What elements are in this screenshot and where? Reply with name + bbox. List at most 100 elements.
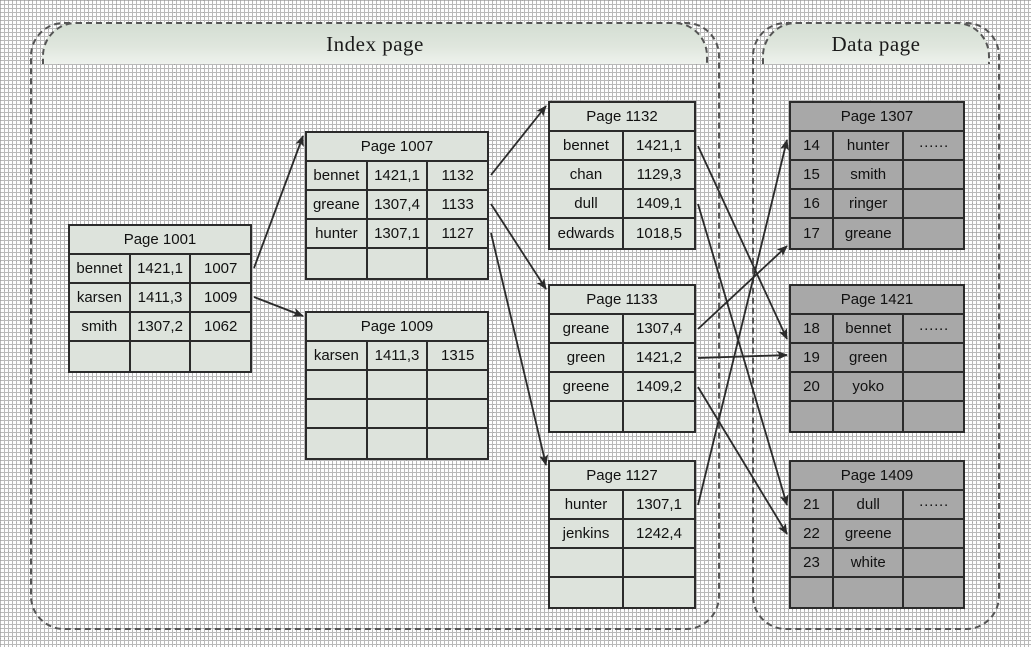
table-cell <box>428 400 488 427</box>
table-cell: bennet <box>550 132 624 159</box>
table-cell <box>834 578 905 607</box>
table-cell <box>791 402 835 431</box>
table-cell: 1242,4 <box>623 520 694 547</box>
table-cell <box>904 520 963 547</box>
table-row <box>307 429 488 458</box>
table-cell: jenkins <box>550 520 624 547</box>
table-cell: 17 <box>791 219 835 248</box>
table-cell: 1307,1 <box>367 220 429 247</box>
table-cell: 1421,1 <box>623 132 694 159</box>
table-title: Page 1409 <box>791 462 963 491</box>
table-title: Page 1001 <box>70 226 250 255</box>
table-cell: 21 <box>791 491 835 518</box>
data-page-container-label: Data page <box>762 22 990 64</box>
grid-line-horizontal <box>0 493 1031 494</box>
table-cell: 1127 <box>428 220 488 247</box>
table-cell <box>307 429 368 458</box>
table-cell <box>904 219 963 248</box>
table-cell <box>367 400 429 427</box>
grid-line-vertical <box>986 0 987 647</box>
table-cell: smith <box>70 313 131 340</box>
table-cell <box>904 549 963 576</box>
grid-line-vertical <box>261 0 262 647</box>
table-cell: 1307,4 <box>623 315 694 342</box>
table-cell: 1421,2 <box>623 344 694 371</box>
table-cell <box>623 549 694 576</box>
table-row <box>307 400 488 429</box>
table-cell: 1409,2 <box>623 373 694 400</box>
table-cell: 1307,1 <box>623 491 694 518</box>
table-cell: ringer <box>834 190 905 217</box>
table-row <box>550 578 694 607</box>
grid-line-horizontal <box>0 580 1031 581</box>
table-cell <box>367 371 429 398</box>
table-cell: ······ <box>904 315 963 342</box>
grid-line-horizontal <box>0 551 1031 552</box>
table-title: Page 1009 <box>307 313 487 342</box>
table-row <box>791 402 963 431</box>
grid-line-vertical <box>725 0 726 647</box>
table-cell <box>550 578 624 607</box>
table-cell: bennet <box>834 315 905 342</box>
grid-line-vertical <box>290 0 291 647</box>
table-cell: 1421,1 <box>130 255 192 282</box>
table-cell: 16 <box>791 190 835 217</box>
table-cell <box>428 429 488 458</box>
table-cell <box>307 400 368 427</box>
table-cell: green <box>550 344 624 371</box>
table-cell: 1411,3 <box>367 342 429 369</box>
table-cell <box>623 578 694 607</box>
table-cell <box>130 342 192 371</box>
table-cell <box>428 371 488 398</box>
table-cell <box>904 402 963 431</box>
table-cell: greene <box>550 373 624 400</box>
grid-line-vertical <box>29 0 30 647</box>
table-cell: ······ <box>904 132 963 159</box>
table-cell: dull <box>834 491 905 518</box>
table-cell: 23 <box>791 549 835 576</box>
table-cell: ······ <box>904 491 963 518</box>
table-cell: yoko <box>834 373 905 400</box>
table-cell: 1315 <box>428 342 488 369</box>
table-cell <box>904 190 963 217</box>
table-cell <box>191 342 251 371</box>
table-row <box>70 342 251 371</box>
table-cell <box>623 402 694 431</box>
table-row <box>307 371 488 400</box>
table-cell: 1411,3 <box>130 284 192 311</box>
table-cell <box>367 249 429 278</box>
table-cell <box>904 373 963 400</box>
table-cell: 1307,2 <box>130 313 192 340</box>
table-cell: bennet <box>70 255 131 282</box>
grid-line-vertical <box>0 0 1 647</box>
table-cell: greene <box>834 520 905 547</box>
table-cell: 1132 <box>428 162 488 189</box>
table-title: Page 1132 <box>550 103 694 132</box>
table-row <box>307 249 488 278</box>
grid-line-horizontal <box>0 0 1031 1</box>
grid-line-horizontal <box>0 87 1031 88</box>
table-cell: karsen <box>70 284 131 311</box>
table-cell <box>70 342 131 371</box>
table-cell: 1007 <box>191 255 251 282</box>
index-page-container-label: Index page <box>42 22 708 64</box>
table-cell: smith <box>834 161 905 188</box>
